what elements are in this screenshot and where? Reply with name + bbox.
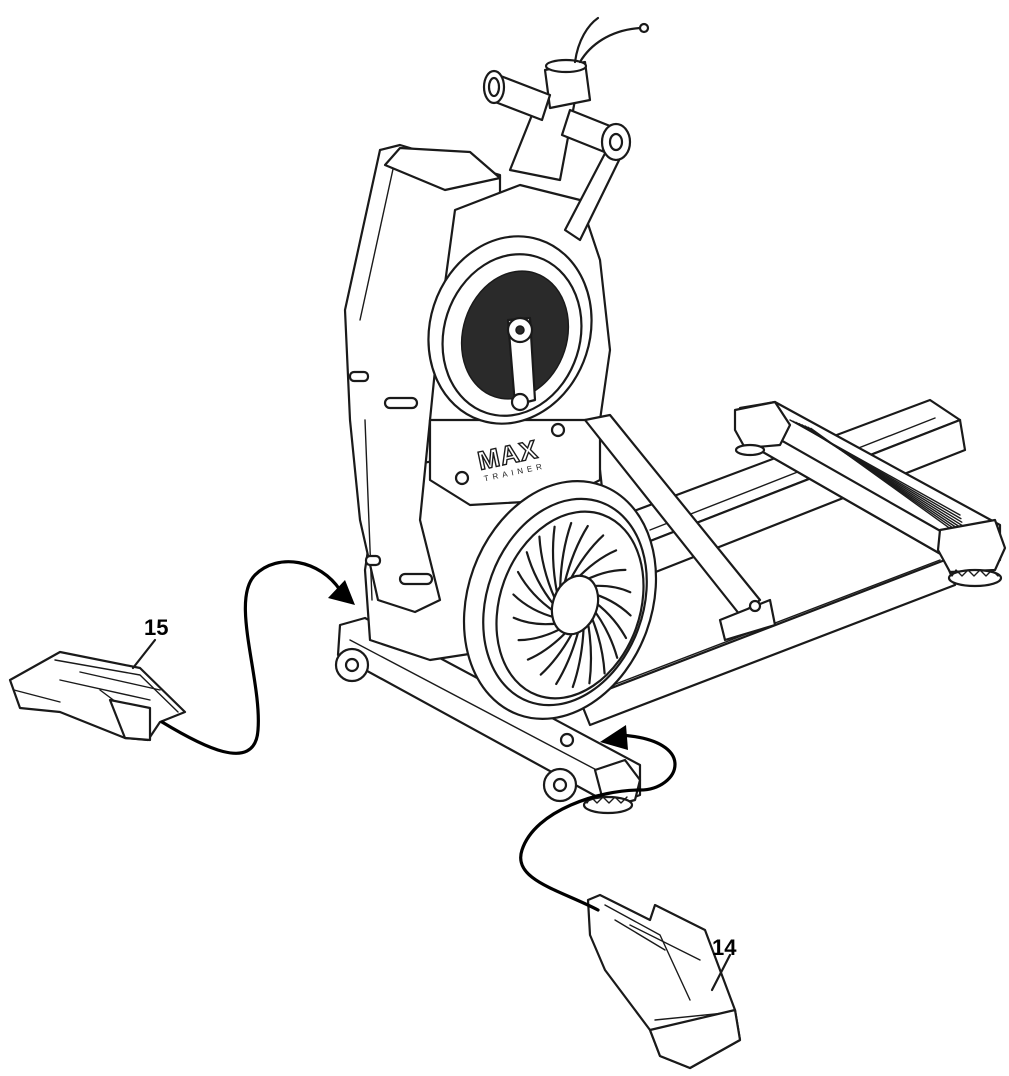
- fan-blade: [525, 551, 556, 607]
- fan-wheel: [462, 480, 658, 720]
- fan-blade: [551, 525, 558, 594]
- part-15-cover: [8, 650, 187, 742]
- leader-line-15: [131, 638, 157, 670]
- transport-wheel-right: [542, 767, 578, 803]
- front-stabilizer: [334, 616, 642, 815]
- transport-wheel-left: [334, 647, 370, 683]
- handlebar-left: [482, 69, 552, 122]
- part-14-cover: [586, 893, 742, 1070]
- arrowhead-14: [600, 725, 628, 750]
- stabilizer-rib: [810, 427, 967, 541]
- arrowhead-15: [328, 580, 355, 605]
- leader-line-14: [710, 953, 732, 992]
- leveling-foot-front: [582, 795, 634, 815]
- handlebar-right: [560, 108, 632, 162]
- upper-flywheel: [427, 235, 593, 425]
- leveling-foot-rear-right: [947, 568, 1003, 588]
- callout-label-14: 14: [712, 935, 737, 960]
- handlebar-mast: [383, 16, 650, 242]
- arrow-14-to-frame: [519, 725, 677, 912]
- leveling-foot-rear-left: [734, 443, 766, 457]
- rear-rails: [578, 398, 967, 727]
- fan-blade: [538, 535, 556, 600]
- support-arm: [583, 413, 777, 642]
- fan-blade: [563, 524, 589, 585]
- rear-stabilizer: [733, 400, 1007, 588]
- callout-label-15: 15: [144, 615, 168, 640]
- fan-blade: [559, 521, 573, 588]
- arrow-15-to-frame: [160, 560, 355, 755]
